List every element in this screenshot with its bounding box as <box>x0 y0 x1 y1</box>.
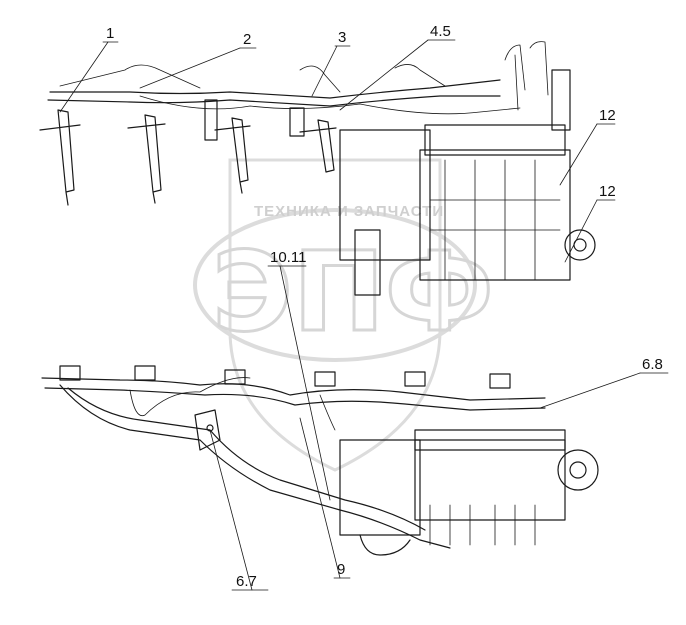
upper-pump-flange <box>564 229 596 261</box>
callout-12a-leader <box>559 123 598 186</box>
callout-2: 2 <box>243 31 251 48</box>
upper-pump-governor <box>339 129 431 261</box>
upper-pump <box>339 69 596 296</box>
upper-pump-endplate <box>551 69 571 131</box>
lower-fuel-line-bend <box>129 377 336 431</box>
callout-9-leader <box>299 417 341 579</box>
lower-injectors <box>59 365 511 389</box>
callout-1: 1 <box>106 25 114 42</box>
upper-injectors <box>39 99 337 206</box>
callout-45-leader <box>339 39 429 111</box>
lower-fuel-line-main <box>41 377 546 401</box>
upper-fuel-line-5 <box>504 41 549 111</box>
callout-12-upper: 12 <box>599 107 616 124</box>
callout-6-7: 6.7 <box>236 573 257 590</box>
upper-fuel-line-3 <box>59 64 446 93</box>
lower-injector-2 <box>134 365 156 381</box>
lower-pump-housing <box>414 439 566 521</box>
lower-pump-flange <box>557 449 599 491</box>
callout-4-5: 4.5 <box>430 23 451 40</box>
callout-3: 3 <box>338 29 346 46</box>
lower-injector-4 <box>314 371 336 387</box>
lower-bracket-67 <box>194 409 221 451</box>
lower-assembly <box>41 365 599 556</box>
upper-fuel-line-main <box>49 79 501 99</box>
upper-pump-bracket <box>354 229 381 296</box>
lower-pump-feed <box>359 534 411 556</box>
callout-12-lower: 12 <box>599 183 616 200</box>
callout-68-leader <box>539 372 641 409</box>
watermark-logo: ЭПФ <box>212 228 494 356</box>
lower-pump-top <box>414 429 566 451</box>
upper-clamp <box>289 107 305 137</box>
callout-1-leader <box>59 41 109 113</box>
watermark-tagline: ТЕХНИКА И ЗАПЧАСТИ <box>254 203 444 220</box>
upper-pump-housing <box>419 149 571 281</box>
callout-3-leader <box>311 45 338 97</box>
upper-injector-4 <box>299 119 337 173</box>
lower-pump-flange-hub <box>569 461 587 479</box>
lower-injector-5 <box>404 371 426 387</box>
upper-injector-2 <box>127 114 166 204</box>
watermark-ring <box>193 208 477 362</box>
upper-assembly <box>39 41 596 296</box>
callout-2-leader <box>139 47 241 89</box>
callout-1011-leader <box>279 265 331 501</box>
callout-9: 9 <box>337 561 345 578</box>
lower-injector-6 <box>489 373 511 389</box>
callout-10-11: 10.11 <box>270 249 306 266</box>
upper-injector-1 <box>39 109 81 206</box>
callout-67-leader <box>209 429 253 591</box>
upper-pump-delivery-valves <box>424 124 566 156</box>
lower-injector-1 <box>59 365 81 381</box>
lower-fuel-line-pump <box>59 384 451 549</box>
upper-injector-mount <box>204 99 218 141</box>
lower-fuel-line-pump-2 <box>67 387 426 531</box>
upper-pump-ribs <box>429 159 561 281</box>
lower-pump <box>194 409 599 556</box>
watermark-shield <box>228 158 442 472</box>
upper-fuel-line-4 <box>139 95 521 115</box>
watermark: ЭПФ ТЕХНИКА И ЗАПЧАСТИ <box>193 158 495 472</box>
lower-fuel-line-return <box>44 387 546 411</box>
upper-injector-3 <box>214 117 251 194</box>
callout-12b-leader <box>564 199 598 263</box>
callout-6-8: 6.8 <box>642 356 663 373</box>
lower-injector-3 <box>224 369 246 385</box>
callouts: 1 2 3 4.5 12 12 10.11 6.8 6.7 <box>59 23 669 591</box>
lower-pump-plungers <box>429 504 536 546</box>
upper-fuel-line-return <box>47 95 501 107</box>
lower-pump-governor <box>339 439 421 536</box>
